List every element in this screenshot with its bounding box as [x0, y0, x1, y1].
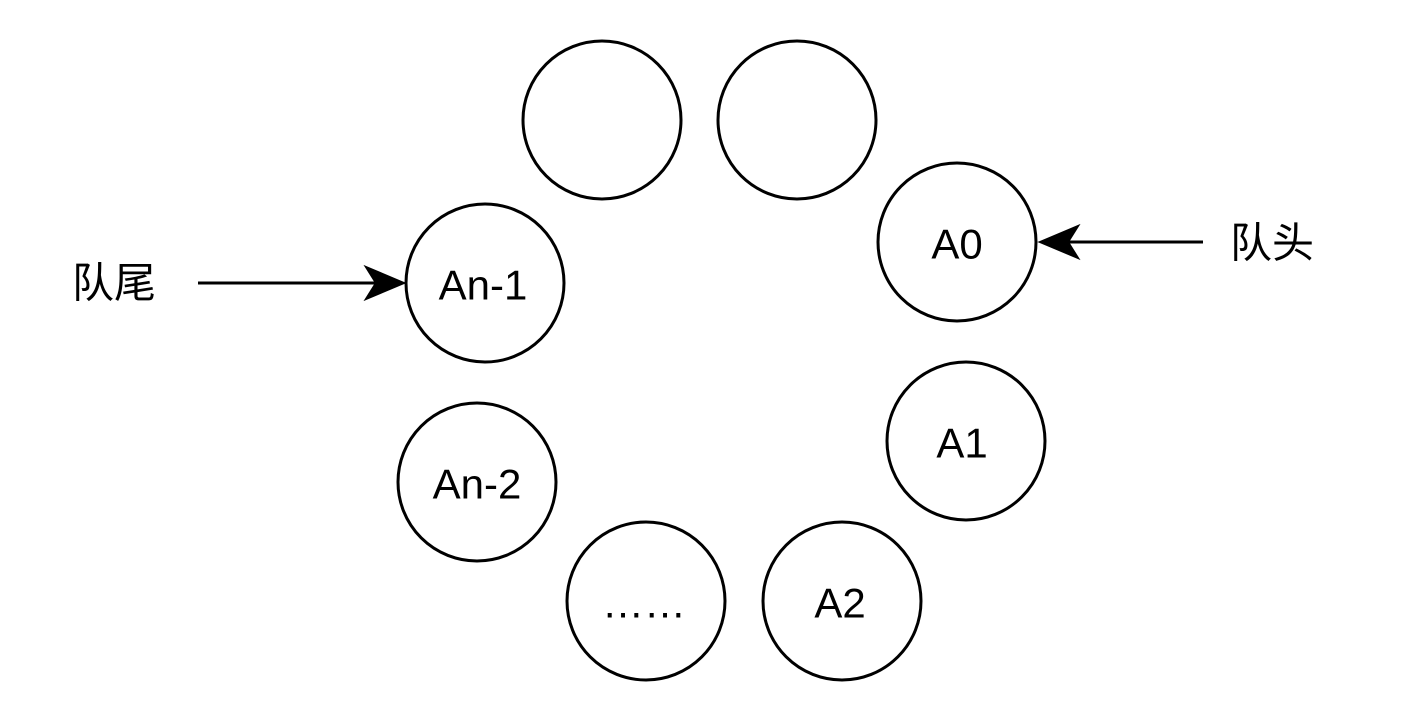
slot-label: A2 — [814, 580, 865, 627]
queue-slot-an-2: An-2 — [396, 401, 558, 563]
queue-slot-an-1: An-1 — [404, 202, 566, 364]
queue-slot-empty-2 — [716, 39, 878, 201]
tail-pointer: 队尾 — [72, 259, 407, 308]
slot-circle — [876, 161, 1038, 323]
slot-circle — [565, 520, 727, 682]
slot-label: …… — [602, 580, 686, 627]
head-pointer: 队头 — [1037, 219, 1314, 268]
slot-circle — [761, 520, 923, 682]
tail-label: 队尾 — [72, 259, 156, 308]
queue-slot-empty-1 — [521, 39, 683, 201]
slot-label: An-2 — [433, 461, 522, 508]
queue-slot-ellipsis: …… — [565, 520, 727, 682]
slot-circle — [521, 39, 683, 201]
head-arrow-icon — [1037, 223, 1081, 261]
slot-circle — [716, 39, 878, 201]
slot-label: A1 — [936, 420, 987, 467]
queue-slot-a1: A1 — [885, 360, 1047, 522]
slot-label: An-1 — [439, 262, 528, 309]
slot-label: A0 — [931, 221, 982, 268]
tail-arrow-icon — [363, 264, 407, 302]
queue-slot-a2: A2 — [761, 520, 923, 682]
slot-circle — [396, 401, 558, 563]
queue-slot-a0: A0 — [876, 161, 1038, 323]
slot-circle — [885, 360, 1047, 522]
head-label: 队头 — [1230, 219, 1314, 268]
